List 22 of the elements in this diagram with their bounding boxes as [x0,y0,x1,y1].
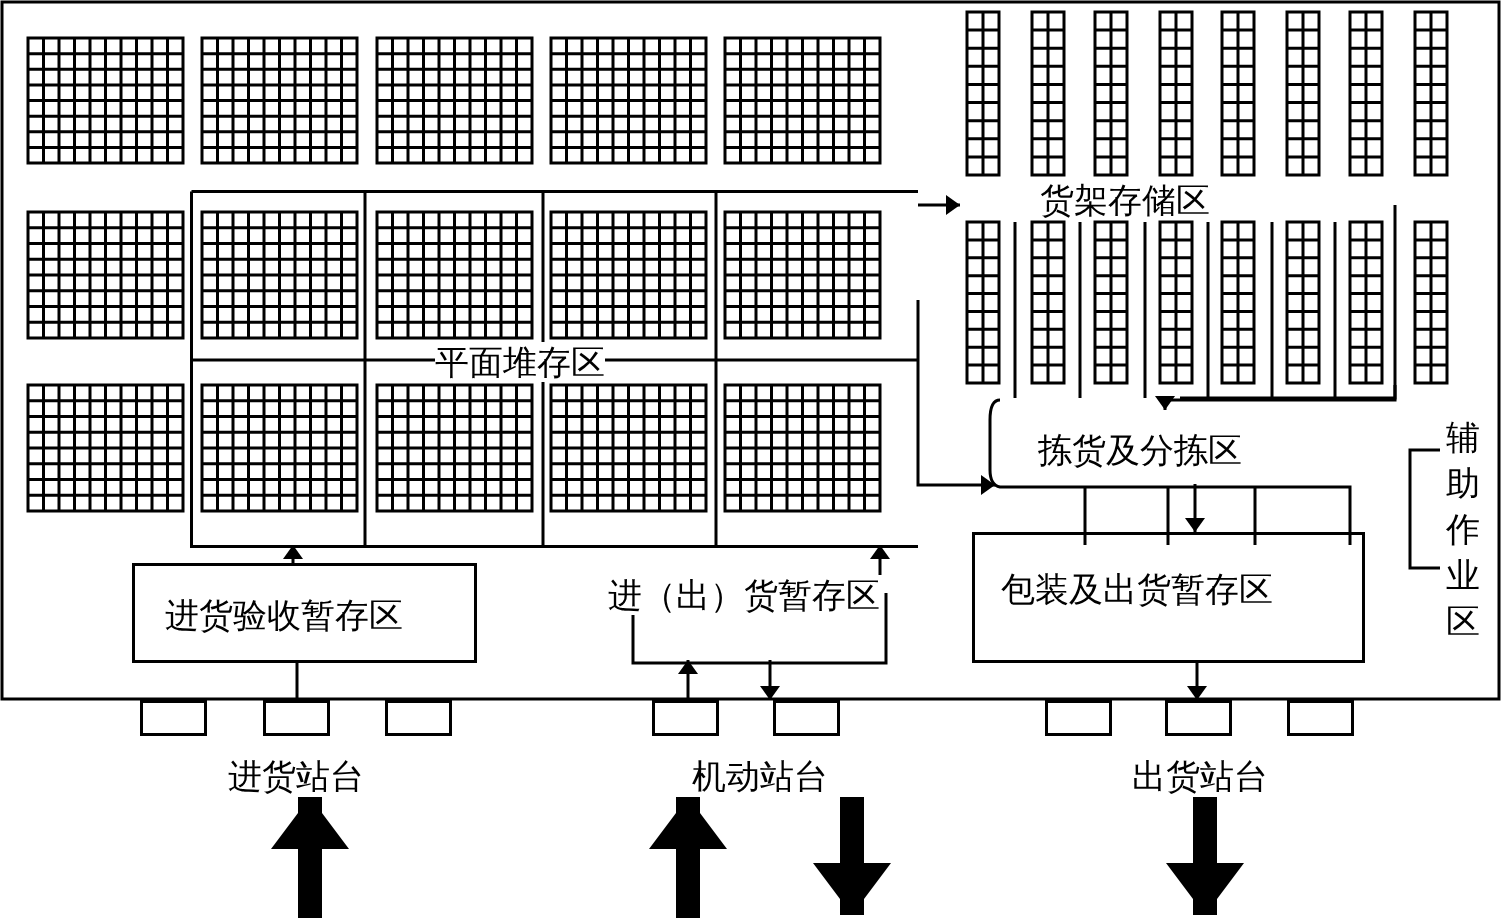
flow-arrow [1155,385,1397,410]
zone-label: 机动站台 [691,756,829,796]
zone-label: 平面堆存区 [435,342,605,382]
flow-arrow [760,660,780,700]
flow-arrow [649,797,727,918]
receiving-area [132,563,477,663]
zone-label: 进货站台 [227,756,365,796]
flow-arrow [271,797,349,918]
flow-arrow [1166,797,1244,915]
flow-arrow [283,545,303,563]
flow-arrow [1185,484,1205,532]
flow-arrow [678,660,698,700]
flow-arrow [916,300,995,495]
connector-line [295,660,299,700]
packing-area [972,532,1365,663]
zone-label: 拣货及分拣区 [1038,430,1242,470]
zone-label: 出货站台 [1131,756,1269,796]
zone-label: 货架存储区 [1040,180,1210,220]
flow-arrow [1187,660,1207,700]
flow-arrow [918,195,960,215]
flow-arrow [813,797,891,915]
flow-arrow [870,545,890,575]
